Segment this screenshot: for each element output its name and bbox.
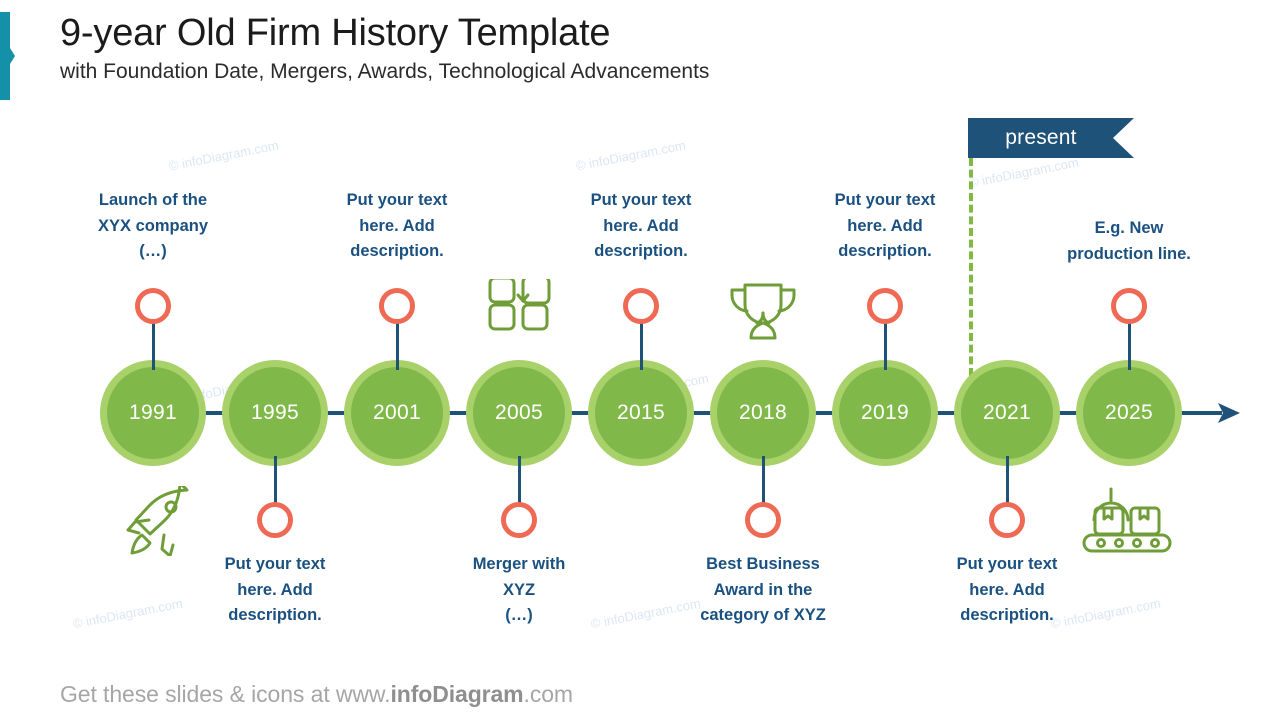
- header: 9-year Old Firm History Template with Fo…: [60, 12, 1160, 84]
- timeline-node-2025[interactable]: 2025: [1076, 360, 1182, 466]
- trophy-icon: [730, 283, 796, 340]
- footer-attribution: Get these slides & icons at www.infoDiag…: [60, 681, 573, 708]
- year-label: 2015: [617, 401, 665, 424]
- milestone-label-2001[interactable]: Put your text here. Add description.: [346, 191, 448, 261]
- milestone-label-1995[interactable]: Put your text here. Add description.: [224, 555, 326, 625]
- marker-stem-1995: [274, 456, 277, 506]
- marker-stem-2015: [640, 320, 643, 370]
- node-inner: 2025: [1083, 367, 1175, 459]
- marker-stem-2019: [884, 320, 887, 370]
- timeline-end-arrow: [1218, 403, 1240, 423]
- timeline-node-2015[interactable]: 2015: [588, 360, 694, 466]
- year-label: 2001: [373, 401, 421, 424]
- milestone-label-1991[interactable]: Launch of the XYX company (…): [97, 191, 209, 261]
- timeline-node-2005[interactable]: 2005: [466, 360, 572, 466]
- node-inner: 1991: [107, 367, 199, 459]
- node-inner: 2005: [473, 367, 565, 459]
- footer-suffix: .com: [523, 681, 574, 707]
- marker-ring-2021[interactable]: [989, 502, 1025, 538]
- watermark: © infoDiagram.com: [574, 137, 687, 174]
- marker-stem-2018: [762, 456, 765, 506]
- timeline-node-1995[interactable]: 1995: [222, 360, 328, 466]
- page-subtitle: with Foundation Date, Mergers, Awards, T…: [60, 59, 710, 83]
- merger-squares-icon: [488, 279, 551, 331]
- present-marker-line: [969, 158, 973, 376]
- year-label: 2018: [739, 401, 787, 424]
- conveyor-belt-icon: [1082, 487, 1172, 553]
- milestone-label-2015[interactable]: Put your text here. Add description.: [590, 191, 692, 261]
- timeline-node-2019[interactable]: 2019: [832, 360, 938, 466]
- marker-ring-2019[interactable]: [867, 288, 903, 324]
- node-inner: 2018: [717, 367, 809, 459]
- node-inner: 2015: [595, 367, 687, 459]
- year-label: 2025: [1105, 401, 1153, 424]
- node-inner: 2021: [961, 367, 1053, 459]
- marker-ring-2001[interactable]: [379, 288, 415, 324]
- timeline-node-1991[interactable]: 1991: [100, 360, 206, 466]
- present-banner: present: [968, 118, 1134, 158]
- year-label: 2019: [861, 401, 909, 424]
- footer-prefix: Get these slides & icons at www.: [60, 681, 391, 707]
- timeline-node-2021[interactable]: 2021: [954, 360, 1060, 466]
- year-label: 1991: [129, 401, 177, 424]
- timeline-node-2018[interactable]: 2018: [710, 360, 816, 466]
- page-title: 9-year Old Firm History Template: [60, 12, 611, 54]
- present-label: present: [1005, 126, 1077, 149]
- marker-stem-2005: [518, 456, 521, 506]
- watermark: © infoDiagram.com: [71, 595, 184, 632]
- year-label: 1995: [251, 401, 299, 424]
- marker-ring-1991[interactable]: [135, 288, 171, 324]
- watermark: © infoDiagram.com: [167, 137, 280, 174]
- rocket-icon: [126, 486, 189, 556]
- milestone-label-2025[interactable]: E.g. New production line.: [1067, 219, 1191, 263]
- marker-stem-2025: [1128, 320, 1131, 370]
- marker-stem-2021: [1006, 456, 1009, 506]
- marker-ring-2025[interactable]: [1111, 288, 1147, 324]
- marker-ring-2015[interactable]: [623, 288, 659, 324]
- year-label: 2021: [983, 401, 1031, 424]
- ribbon-shape: [968, 118, 1134, 158]
- timeline-node-2001[interactable]: 2001: [344, 360, 450, 466]
- marker-ring-2005[interactable]: [501, 502, 537, 538]
- marker-ring-2018[interactable]: [745, 502, 781, 538]
- year-label: 2005: [495, 401, 543, 424]
- watermark: © infoDiagram.com: [967, 154, 1080, 191]
- milestone-label-2019[interactable]: Put your text here. Add description.: [834, 191, 936, 261]
- left-accent-bar: [0, 12, 15, 100]
- node-inner: 2019: [839, 367, 931, 459]
- milestone-label-2005[interactable]: Merger with XYZ (…): [472, 555, 566, 625]
- marker-stem-1991: [152, 320, 155, 370]
- marker-ring-1995[interactable]: [257, 502, 293, 538]
- milestone-label-2021[interactable]: Put your text here. Add description.: [956, 555, 1058, 625]
- footer-brand: infoDiagram: [390, 681, 524, 707]
- milestone-label-2018[interactable]: Best Business Award in the category of X…: [700, 555, 826, 625]
- node-inner: 2001: [351, 367, 443, 459]
- node-inner: 1995: [229, 367, 321, 459]
- marker-stem-2001: [396, 320, 399, 370]
